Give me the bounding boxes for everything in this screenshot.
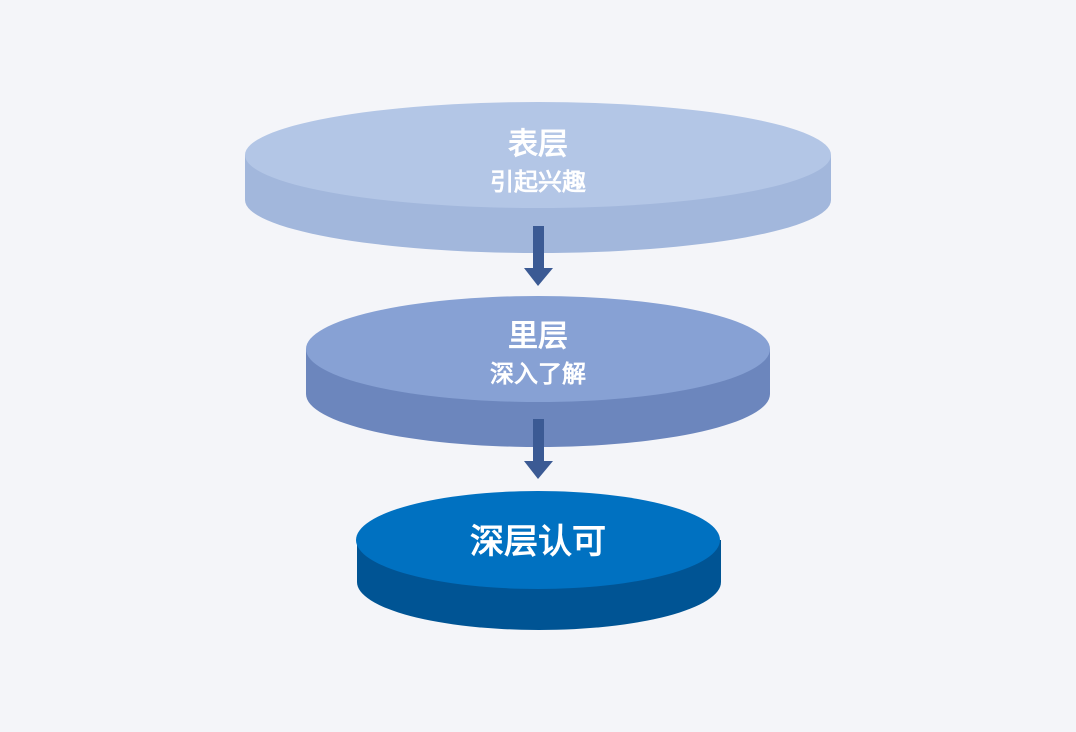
layer-title: 深层认可	[470, 522, 606, 562]
layer-subtitle: 深入了解	[490, 360, 586, 388]
arrow-down-icon	[524, 226, 553, 286]
layer-deep: 深层认可	[356, 491, 721, 630]
arrow-down-icon	[524, 419, 553, 479]
layer-inner: 里层 深入了解	[306, 296, 770, 447]
disk-top	[306, 296, 770, 402]
layer-subtitle: 引起兴趣	[490, 168, 587, 196]
layer-title: 表层	[508, 127, 568, 162]
layer-title: 里层	[508, 319, 568, 354]
disk-top	[356, 491, 720, 589]
layer-surface: 表层 引起兴趣	[245, 102, 831, 253]
disk-top	[245, 102, 831, 208]
